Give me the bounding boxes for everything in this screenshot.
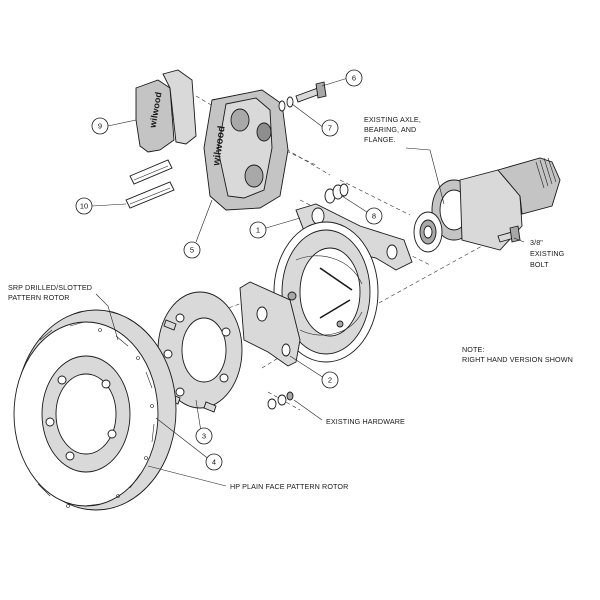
brake-pads: wilwood bbox=[135, 69, 197, 153]
shims-8 bbox=[324, 183, 349, 204]
washers-7 bbox=[278, 96, 294, 112]
callout-1: 1 bbox=[249, 221, 267, 239]
svg-text:3/8": 3/8" bbox=[530, 238, 543, 247]
axle-splines bbox=[535, 157, 557, 189]
svg-text:EXISTING HARDWARE: EXISTING HARDWARE bbox=[326, 417, 405, 426]
caliper: wilwood bbox=[203, 89, 289, 211]
callout-5: 5 bbox=[183, 241, 201, 259]
label-existing-hardware: EXISTING HARDWARE bbox=[326, 417, 405, 426]
svg-text:3: 3 bbox=[202, 432, 206, 441]
svg-text:5: 5 bbox=[190, 246, 194, 255]
svg-text:2: 2 bbox=[328, 376, 332, 385]
svg-text:EXISTING: EXISTING bbox=[530, 249, 565, 258]
svg-text:SRP DRILLED/SLOTTED: SRP DRILLED/SLOTTED bbox=[8, 283, 92, 292]
parking-brake-shoes bbox=[273, 221, 379, 363]
callout-6: 6 bbox=[345, 69, 363, 87]
pad-retainer-clips bbox=[125, 159, 175, 209]
leader-lines bbox=[91, 77, 525, 487]
svg-text:8: 8 bbox=[372, 212, 376, 221]
rotor-hat bbox=[157, 291, 243, 413]
backing-bracket bbox=[239, 281, 301, 367]
existing-hardware bbox=[267, 391, 294, 410]
svg-text:FLANGE.: FLANGE. bbox=[364, 135, 395, 144]
svg-text:7: 7 bbox=[328, 124, 332, 133]
label-existing-axle: EXISTING AXLE, BEARING, AND FLANGE. bbox=[364, 115, 421, 144]
callout-4: 4 bbox=[205, 453, 223, 471]
svg-text:6: 6 bbox=[352, 74, 356, 83]
caliper-mount-bolt bbox=[295, 81, 327, 103]
svg-text:PATTERN ROTOR: PATTERN ROTOR bbox=[8, 293, 70, 302]
svg-text:BOLT: BOLT bbox=[530, 260, 549, 269]
callout-10: 10 bbox=[75, 197, 93, 215]
existing-axle-assembly bbox=[413, 157, 561, 253]
existing-bolt bbox=[497, 225, 521, 243]
svg-text:EXISTING AXLE,: EXISTING AXLE, bbox=[364, 115, 421, 124]
rotor-drill-slots bbox=[37, 321, 155, 508]
rotor bbox=[13, 309, 177, 511]
svg-text:10: 10 bbox=[80, 202, 88, 211]
label-hp-rotor: HP PLAIN FACE PATTERN ROTOR bbox=[230, 482, 348, 491]
label-srp-rotor: SRP DRILLED/SLOTTED PATTERN ROTOR bbox=[8, 283, 92, 302]
svg-text:RIGHT HAND VERSION SHOWN: RIGHT HAND VERSION SHOWN bbox=[462, 355, 573, 364]
svg-text:BEARING, AND: BEARING, AND bbox=[364, 125, 416, 134]
callout-2: 2 bbox=[321, 371, 339, 389]
label-existing-bolt: 3/8" EXISTING BOLT bbox=[530, 238, 565, 269]
label-note: NOTE: RIGHT HAND VERSION SHOWN bbox=[462, 345, 573, 364]
callout-9: 9 bbox=[91, 117, 109, 135]
svg-text:4: 4 bbox=[212, 458, 216, 467]
callout-3: 3 bbox=[195, 427, 213, 445]
svg-text:HP PLAIN FACE PATTERN ROTOR: HP PLAIN FACE PATTERN ROTOR bbox=[230, 482, 348, 491]
svg-text:9: 9 bbox=[98, 122, 102, 131]
callout-8: 8 bbox=[365, 207, 383, 225]
svg-text:1: 1 bbox=[256, 226, 260, 235]
callout-7: 7 bbox=[321, 119, 339, 137]
svg-text:NOTE:: NOTE: bbox=[462, 345, 484, 354]
